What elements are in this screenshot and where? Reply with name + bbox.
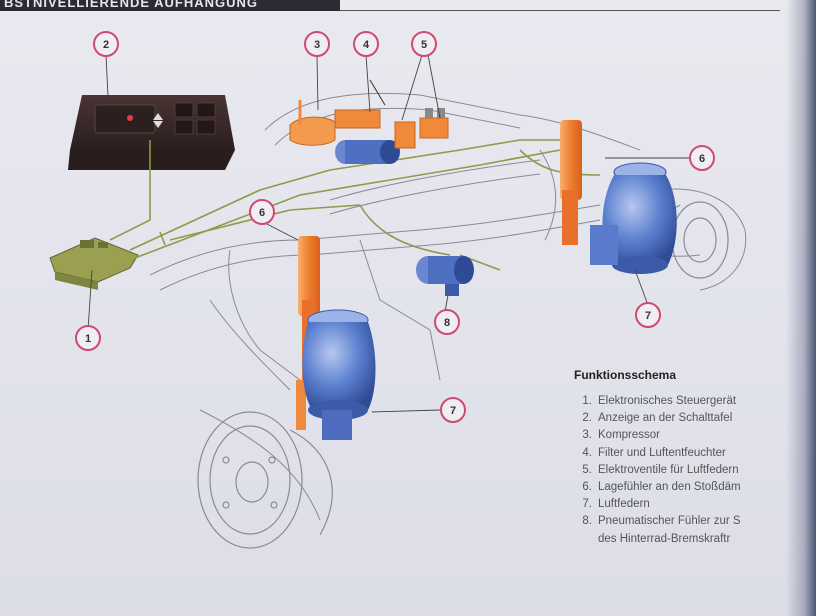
legend-item: 2.Anzeige an der Schalttafel [582,412,733,425]
control-unit [49,237,139,290]
callout-lines [87,54,690,413]
legend-item-continuation: des Hinterrad-Bremskraftr [598,532,731,545]
svg-text:3: 3 [314,39,320,51]
compressor-assembly [289,79,449,164]
dashboard-indicator [68,95,235,170]
legend-title: Funktionsschema [574,368,677,382]
legend: Funktionsschema 1.Elektronisches Steuerg… [574,368,814,548]
callout-7-rear: 7 [635,302,661,328]
rear-strut [560,120,677,274]
brake-pressure-sensor [416,256,474,296]
legend-item: 1.Elektronisches Steuergerät [582,395,737,407]
svg-text:7: 7 [450,405,456,417]
callout-6-rear: 6 [689,145,715,171]
callout-7-front: 7 [440,397,466,423]
callout-8: 8 [434,309,460,335]
section-title: BSTNIVELLIERENDE AUFHÄNGUNG [4,0,259,10]
legend-item: 8.Pneumatischer Fühler zur S [582,515,741,528]
callout-6-front: 6 [249,199,275,225]
svg-text:6: 6 [699,153,705,165]
callout-4: 4 [353,31,379,57]
callout-3: 3 [304,31,330,57]
legend-item: 3.Kompressor [582,429,660,442]
legend-item: 5.Elektroventile für Luftfedern [582,463,739,476]
svg-text:1: 1 [85,333,91,345]
legend-item: 7.Luftfedern [582,498,650,511]
svg-text:4: 4 [363,39,370,51]
svg-text:8: 8 [444,317,450,329]
callout-1: 1 [75,325,101,351]
front-strut [296,236,376,440]
callout-2: 2 [93,31,119,57]
wiring [109,139,601,271]
svg-text:5: 5 [421,39,427,51]
callout-5: 5 [411,31,437,57]
legend-item: 4.Filter und Luftentfeuchter [582,446,726,459]
svg-text:2: 2 [103,39,109,51]
svg-text:7: 7 [645,310,651,322]
front-wheel-hub [197,411,333,549]
header-rule [340,10,780,11]
page-edge-shadow [786,0,816,616]
svg-text:6: 6 [259,207,265,219]
section-header: BSTNIVELLIERENDE AUFHÄNGUNG [0,0,340,11]
legend-item: 6.Lagefühler an den Stoßdäm [582,481,741,494]
